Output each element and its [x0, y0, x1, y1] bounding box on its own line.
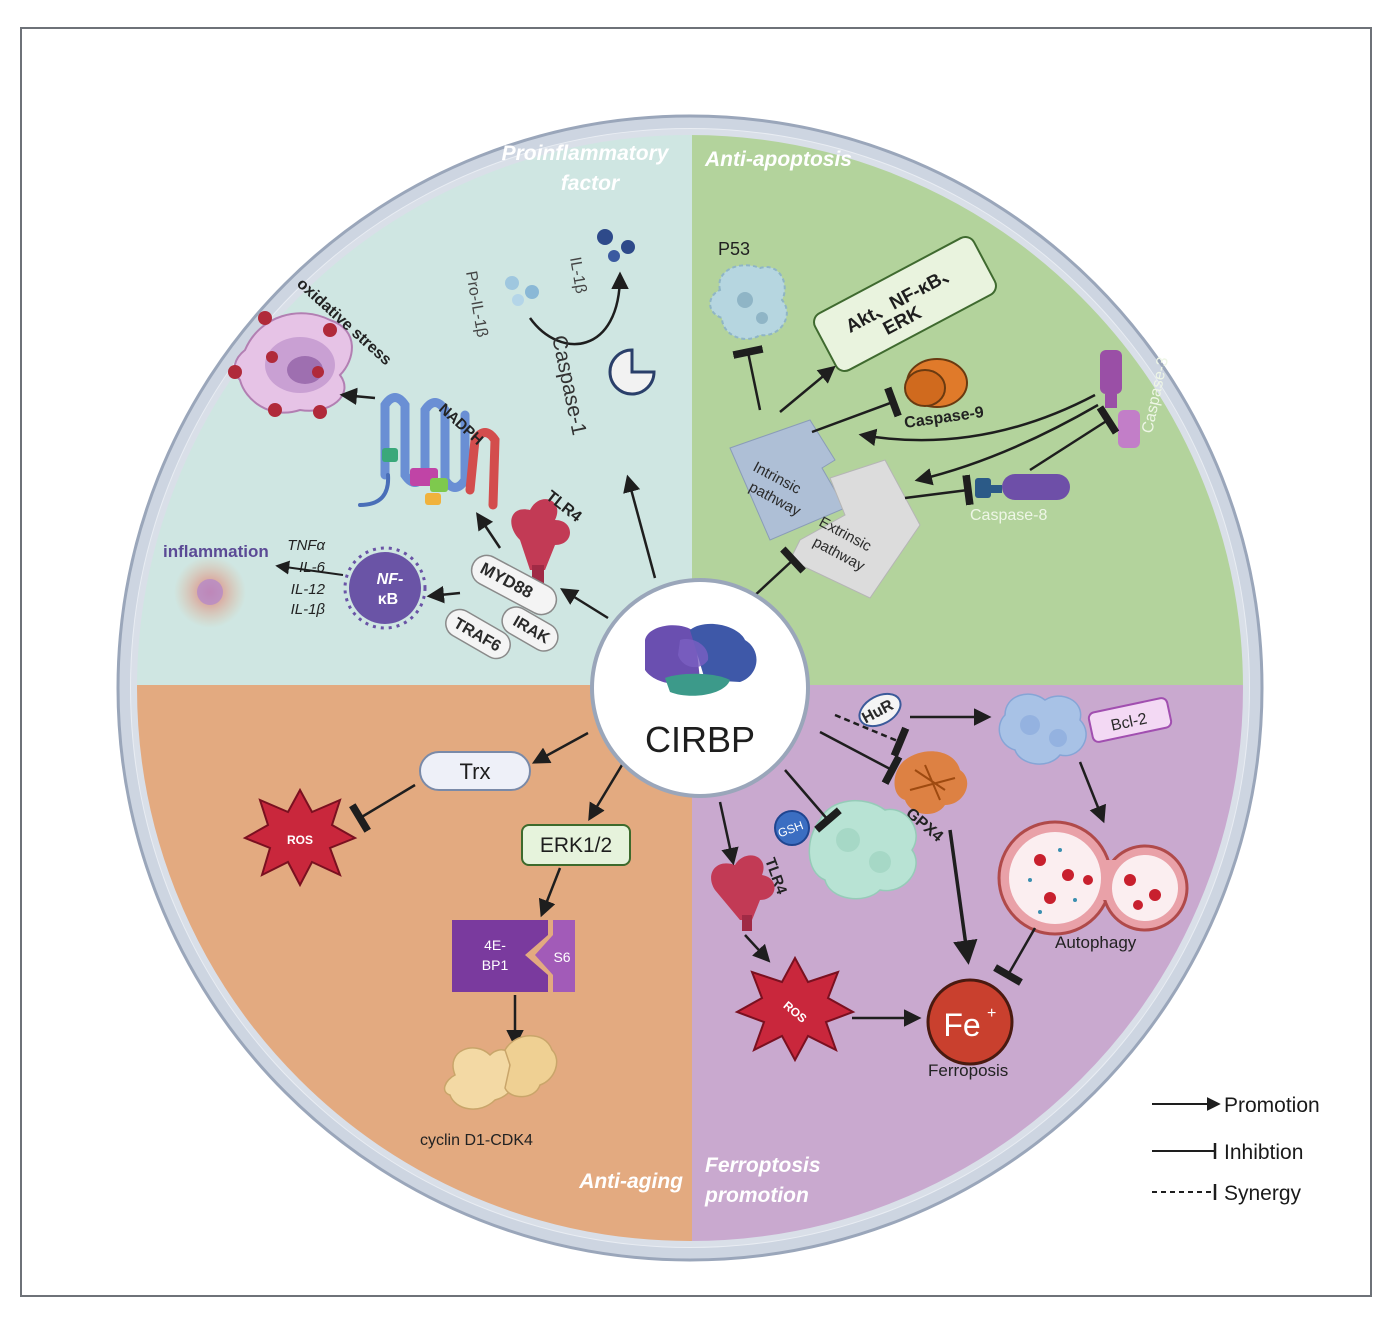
nfkb-to-inflammation-arrow — [275, 560, 344, 576]
title-proinflammatory-2: factor — [561, 172, 621, 195]
cytokine-il1b: IL-1β — [291, 601, 326, 618]
inhibits-caspase3 — [1029, 405, 1120, 472]
bcl2-box — [1087, 697, 1173, 743]
intrinsic-inhibits-caspase9 — [811, 386, 902, 434]
hur-pill — [858, 692, 902, 728]
cyclin-label: cyclin D1-CDK4 — [420, 1132, 533, 1149]
caspase3-to-intrinsic-arrow — [858, 393, 1096, 446]
cirbp-to-erk12-arrow — [588, 759, 627, 821]
ros-burst-icons — [228, 311, 337, 419]
p53-label: P53 — [718, 239, 750, 259]
trx-label: Trx — [460, 759, 491, 784]
tlr4-to-ros-arrow — [744, 934, 771, 963]
hur-synergy-gpx4 — [834, 713, 910, 758]
fe-superscript: + — [987, 1005, 996, 1022]
caspase3-icon — [1100, 350, 1140, 448]
ros-burst-ferroptosis — [734, 955, 856, 1063]
nadph-to-stress-arrow — [339, 387, 376, 406]
caspase9-icon — [904, 358, 968, 408]
gpx4-to-fe-arrow — [948, 829, 978, 965]
s6-label: S6 — [553, 949, 570, 965]
ferroposis-label: Ferroposis — [928, 1061, 1008, 1080]
cirbp-to-caspase1-arrow — [623, 474, 657, 579]
trx-inhibits-ros — [349, 783, 416, 833]
4ebp1-label-1: 4E- — [484, 937, 506, 953]
title-proinflammatory-1: Proinflammatory — [502, 142, 670, 165]
nfkb-complex-icon — [343, 546, 427, 630]
title-ferroptosis-1: Ferroptosis — [705, 1154, 821, 1177]
fe-label: Fe — [943, 1007, 980, 1043]
nadph-protein — [358, 393, 500, 510]
cirbp-to-tlr4-arrow — [560, 588, 609, 620]
inflammation-label: inflammation — [163, 542, 269, 561]
tlr4-ferroptosis-icon — [711, 855, 775, 931]
fe-circle — [926, 978, 1014, 1066]
intrinsic-to-akt-arrow — [779, 365, 836, 413]
inflammation-cell — [197, 579, 223, 605]
nfkb-label-1: NF- — [377, 571, 404, 588]
traf6-pill — [445, 608, 511, 660]
gsh-circle — [774, 810, 810, 846]
cytokine-tnfa: TNFα — [287, 537, 325, 554]
cytokine-il6: IL-6 — [299, 559, 326, 576]
irak-pill — [501, 606, 559, 652]
legend-synergy-label: Synergy — [1224, 1182, 1302, 1205]
trx-pill — [419, 751, 531, 791]
extrinsic-inhibits-caspase8 — [904, 474, 974, 506]
autophagy-inhibits-fe — [993, 927, 1037, 986]
cirbp-inhibits-extrinsic — [751, 546, 806, 599]
erk12-to-4ebp1-arrow — [538, 867, 562, 918]
legend: Promotion Inhibtion Synergy — [1152, 1094, 1320, 1205]
cirbp-inhibits-gsh — [784, 769, 842, 833]
cytokine-il12: IL-12 — [291, 581, 326, 598]
erk12-label: ERK1/2 — [540, 834, 612, 857]
legend-inhibition-label: Inhibtion — [1224, 1141, 1303, 1164]
caspase1-icon — [608, 348, 656, 396]
intrinsic-pathway-shape — [729, 419, 846, 541]
title-anti-apoptosis: Anti-apoptosis — [704, 148, 852, 171]
oxidative-stress-cell — [233, 312, 353, 414]
cirbp-label: CIRBP — [645, 719, 755, 760]
autophagy-label: Autophagy — [1055, 933, 1137, 952]
p53-protein-icon — [709, 264, 788, 340]
bcl2-to-autophagy-arrow — [1078, 761, 1106, 824]
caspase3-to-extrinsic-arrow — [914, 403, 1099, 486]
autophagy-icon — [997, 820, 1189, 936]
4ebp1-icon — [452, 920, 548, 992]
cirbp-to-trx-arrow — [531, 731, 589, 764]
legend-promotion-label: Promotion — [1224, 1094, 1320, 1117]
extrinsic-pathway-shape — [789, 459, 921, 599]
cirbp-inhibits-gpx4 — [819, 730, 903, 786]
intrinsic-inhibits-p53 — [732, 345, 764, 411]
caspase1-conversion-arrow — [528, 271, 629, 346]
title-ferroptosis-2: promotion — [704, 1184, 809, 1207]
cirbp-protein-icon — [645, 623, 757, 696]
il1b-molecules — [597, 229, 635, 262]
ros-burst-anti-aging — [242, 787, 358, 888]
ros-label-anti-aging: ROS — [287, 833, 313, 847]
cyclin-d1-cdk4-icon — [443, 1035, 558, 1110]
s6-icon — [535, 920, 575, 992]
quadrant-anti-apoptosis — [692, 132, 1246, 685]
cirbp-to-tlr4-ferroptosis-arrow — [718, 801, 739, 866]
nfkb-label-2: κB — [378, 591, 398, 608]
myd88-pill — [470, 554, 558, 616]
erk12-box — [521, 824, 631, 866]
quadrant-anti-aging — [134, 685, 692, 1244]
caspase8-label: Caspase-8 — [970, 507, 1047, 524]
caspase8-icon — [975, 474, 1070, 500]
tlr4-to-nadph-arrow — [476, 512, 502, 549]
4ebp1-label-2: BP1 — [482, 957, 509, 973]
gpx4-protein-icon — [894, 751, 968, 815]
title-anti-aging: Anti-aging — [578, 1170, 683, 1193]
bcl2-protein-cluster — [998, 693, 1087, 765]
pro-il1b-molecules — [505, 276, 539, 306]
il1b-label: IL-1β — [566, 256, 589, 295]
myd88-to-nfkb-arrow — [426, 585, 461, 604]
akt-nfkb-erk-box — [813, 236, 997, 372]
